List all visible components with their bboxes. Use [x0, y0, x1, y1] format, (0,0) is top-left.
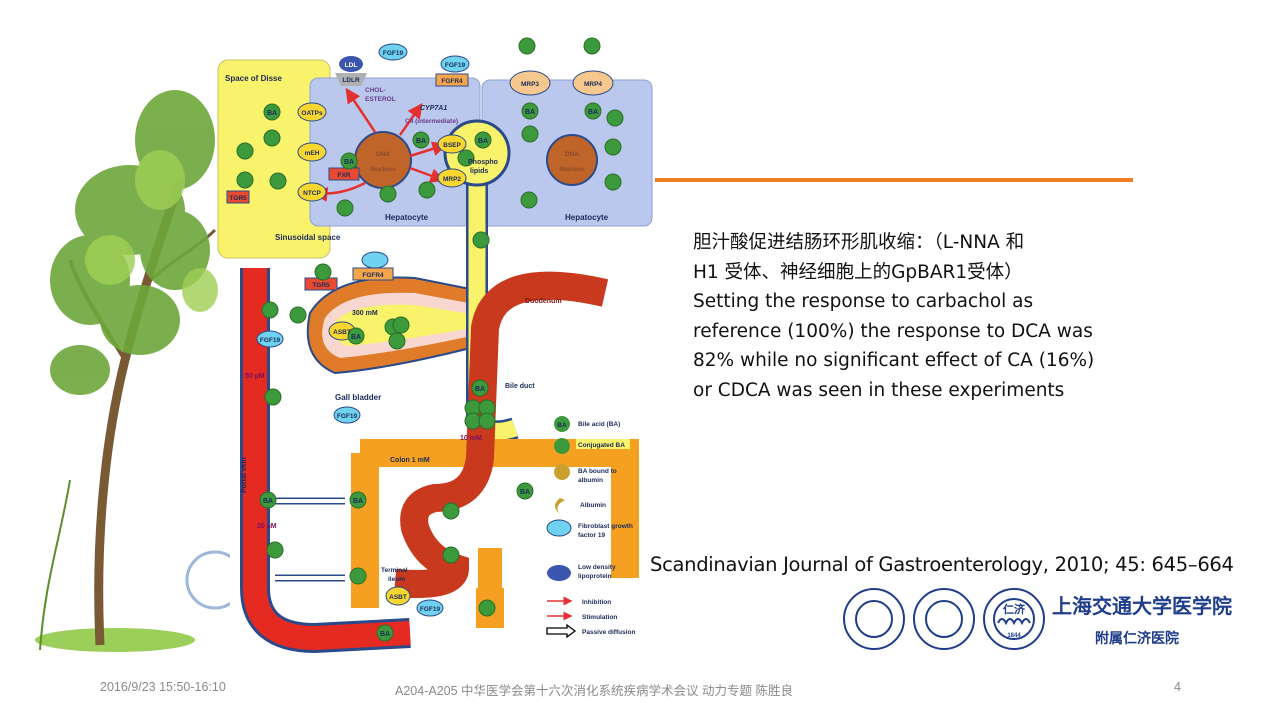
portal-vein: [243, 268, 411, 651]
diagram-label: LDLR: [342, 77, 360, 84]
diagram-label: Nucleus: [559, 166, 585, 173]
diagram-label: Albumin: [580, 502, 606, 509]
diagram-label: FGF19: [420, 606, 441, 613]
diagram-label: ASBT: [389, 594, 407, 601]
diagram-label: BA: [353, 498, 363, 505]
diagram-label: BA: [380, 631, 390, 638]
seal-text: 仁济: [1003, 602, 1026, 616]
diagram-label: Phospho: [468, 159, 498, 166]
diagram-label: Portal vein: [241, 457, 248, 493]
diagram-label: BA bound to: [578, 468, 617, 475]
footer-event: A204-A205 中华医学会第十六次消化系统疾病学术会议 动力专题 陈胜良: [395, 684, 793, 698]
page-number: 4: [1174, 680, 1181, 694]
diagram-label: MRP4: [584, 81, 602, 88]
tree-illustration: [35, 90, 230, 652]
diagram-label: mEH: [305, 150, 320, 157]
diagram-label: ASBT: [333, 329, 351, 336]
duodenum-ileum: [393, 271, 609, 598]
diagram-label: Fibroblast growth: [578, 523, 633, 530]
diagram-label: OATPs: [301, 110, 323, 117]
diagram-label: TGR5: [229, 195, 247, 202]
diagram-label: BA: [588, 109, 598, 116]
diagram-label: Nucleus: [370, 166, 396, 173]
slide-body-text: 胆汁酸促进结肠环形肌收缩：（L-NNA 和 H1 受体、神经细胞上的GpBAR1…: [693, 228, 1143, 405]
diagram-label: Low density: [578, 564, 616, 571]
bile-acid-circulation-diagram: BA BA BA BA BA BA BA BA BA BA BA BA Space of D…: [217, 37, 653, 653]
diagram-label: ileum: [388, 576, 405, 583]
diagram-label: C4 (intermediate): [405, 118, 458, 125]
diagram-label: Space of Disse: [225, 74, 282, 83]
body-line: 胆汁酸促进结肠环形肌收缩：（L-NNA 和: [693, 232, 1025, 253]
diagram-label: BA: [267, 110, 277, 117]
diagram-label: ESTEROL: [365, 96, 396, 103]
diagram-label: BA: [344, 159, 354, 166]
diagram-label: NTCP: [303, 190, 321, 197]
diagram-label: BA: [557, 422, 567, 429]
diagram-label: BA: [520, 489, 530, 496]
hospital-name: 附属仁济医院: [1095, 630, 1179, 647]
diagram-label: BA: [475, 386, 485, 393]
diagram-label: FGFR4: [362, 272, 384, 279]
diagram-legend: BA Bile acid (BA) Conjugated BA BA bound…: [546, 416, 635, 639]
diagram-label: factor 19: [578, 532, 605, 539]
diagram-label: Terminal: [381, 567, 408, 574]
diagram-label: lipids: [470, 168, 488, 175]
accent-divider: [655, 178, 1133, 182]
body-line: or CDCA was seen in these experiments: [693, 379, 1065, 401]
citation: Scandinavian Journal of Gastroenterology…: [650, 553, 1234, 576]
body-line: Setting the response to carbachol as: [693, 291, 1034, 312]
diagram-label: Passive diffusion: [582, 629, 635, 636]
diagram-label: Bile acid (BA): [578, 421, 620, 428]
seal-year: 1844: [1007, 633, 1021, 639]
diagram-label: 20 µM: [257, 523, 277, 530]
diagram-label: MRP2: [443, 176, 461, 183]
diagram-label: FGF19: [445, 62, 466, 69]
diagram-label: CYP7A1: [420, 105, 447, 112]
diagram-label: 300 mM: [352, 310, 378, 317]
diagram-label: Conjugated BA: [578, 442, 625, 449]
body-line: 82% while no significant effect of CA (1…: [693, 350, 1095, 371]
diagram-label: FGF19: [383, 50, 404, 57]
nucleus-left: [354, 131, 412, 189]
diagram-label: BSEP: [443, 142, 461, 149]
diagram-label: Hepatocyte: [565, 213, 609, 222]
diagram-label: Colon 1 mM: [390, 457, 430, 464]
diagram-label: FGF19: [337, 413, 358, 420]
diagram-label: BA: [416, 138, 426, 145]
body-line: H1 受体、神经细胞上的GpBAR1受体）: [693, 261, 1023, 283]
diagram-label: FGF19: [260, 337, 281, 344]
diagram-label: MRP3: [521, 81, 539, 88]
diagram-label: DNA: [565, 151, 579, 158]
diagram-label: CHOL-: [365, 87, 386, 94]
diagram-label: albumin: [578, 477, 603, 484]
diagram-label: Hepatocyte: [385, 213, 429, 222]
ldl: [339, 56, 363, 72]
diagram-label: LDL: [345, 62, 358, 69]
body-line: reference (100%) the response to DCA was: [693, 320, 1093, 342]
institution-logos: 仁济 1844 上海交通大学医学院 附属仁济医院: [843, 588, 1232, 650]
diagram-label: 10 mM: [460, 435, 482, 442]
diagram-label: Bile duct: [505, 383, 535, 390]
diagram-label: Stimulation: [582, 614, 617, 621]
diagram-label: FXR: [338, 172, 351, 179]
diagram-label: Duodenum: [525, 298, 562, 305]
diagram-label: BA: [351, 334, 361, 341]
diagram-label: FGFR4: [441, 78, 463, 85]
diagram-label: BA: [478, 138, 488, 145]
nucleus-right: [546, 134, 598, 186]
diagram-label: TGR5: [312, 282, 330, 289]
footer-datetime: 2016/9/23 15:50-16:10: [100, 680, 226, 694]
school-name: 上海交通大学医学院: [1052, 594, 1232, 618]
diagram-label: Inhibition: [582, 599, 611, 606]
diagram-label: BA: [525, 109, 535, 116]
diagram-label: DNA: [376, 151, 390, 158]
diagram-label: Sinusoidal space: [275, 233, 341, 242]
diagram-label: lipoprotein: [578, 573, 612, 580]
diagram-label: BA: [263, 498, 273, 505]
diagram-label: 50 µM: [245, 373, 265, 380]
diagram-label: Gall bladder: [335, 393, 381, 402]
